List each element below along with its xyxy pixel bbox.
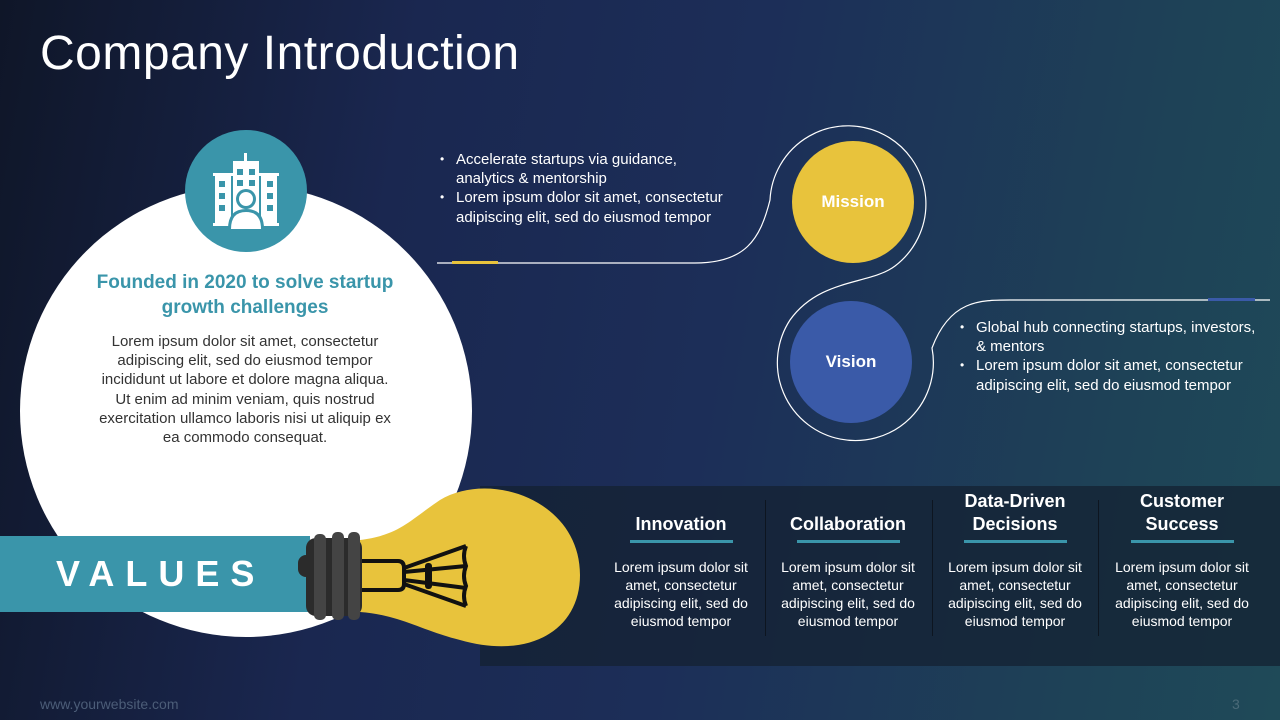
divider: [765, 500, 766, 636]
value-underline: [796, 540, 900, 543]
divider: [932, 500, 933, 636]
office-building-person-icon: [213, 153, 279, 229]
mission-circle: Mission: [792, 141, 914, 263]
slide-title: Company Introduction: [40, 27, 520, 80]
lightbulb-icon: [298, 488, 580, 647]
vision-label: Vision: [825, 352, 877, 371]
value-title: Innovation: [635, 514, 727, 534]
mission-accent-dash: [452, 261, 498, 264]
value-body: Lorem ipsum dolor sit amet, consectetur …: [948, 559, 1082, 629]
vision-bullet: Global hub connecting startups, investor…: [958, 318, 1258, 356]
divider: [1098, 500, 1099, 636]
value-underline: [963, 540, 1067, 543]
mission-bullet: Accelerate startups via guidance, analyt…: [438, 150, 738, 188]
mission-label: Mission: [821, 192, 885, 211]
values-panel: [480, 486, 1280, 666]
about-heading: Founded in 2020 to solve startup growth …: [96, 272, 394, 318]
vision-circle: Vision: [790, 301, 912, 423]
page-number: 3: [1232, 696, 1240, 712]
value-body: Lorem ipsum dolor sit amet, consectetur …: [1115, 559, 1249, 629]
value-body: Lorem ipsum dolor sit amet, consectetur …: [781, 559, 915, 629]
mission-bullets: Accelerate startups via guidance, analyt…: [438, 150, 738, 227]
mission-bullet: Lorem ipsum dolor sit amet, consectetur …: [438, 188, 738, 226]
value-body: Lorem ipsum dolor sit amet, consectetur …: [614, 559, 748, 629]
value-title: Data-Driven Decisions: [964, 491, 1066, 534]
vision-bullet: Lorem ipsum dolor sit amet, consectetur …: [958, 356, 1258, 394]
vision-bullets: Global hub connecting startups, investor…: [958, 318, 1258, 395]
value-title: Collaboration: [790, 514, 906, 534]
values-label: VALUES: [56, 553, 266, 594]
vision-accent-dash: [1208, 298, 1255, 301]
value-underline: [1130, 540, 1234, 543]
value-title: Customer Success: [1139, 491, 1224, 534]
value-underline: [629, 540, 733, 543]
about-body: Lorem ipsum dolor sit amet, consectetur …: [99, 333, 391, 447]
footer-url: www.yourwebsite.com: [40, 696, 179, 712]
about-icon-circle: [185, 130, 307, 252]
values-banner: VALUES: [0, 536, 310, 612]
